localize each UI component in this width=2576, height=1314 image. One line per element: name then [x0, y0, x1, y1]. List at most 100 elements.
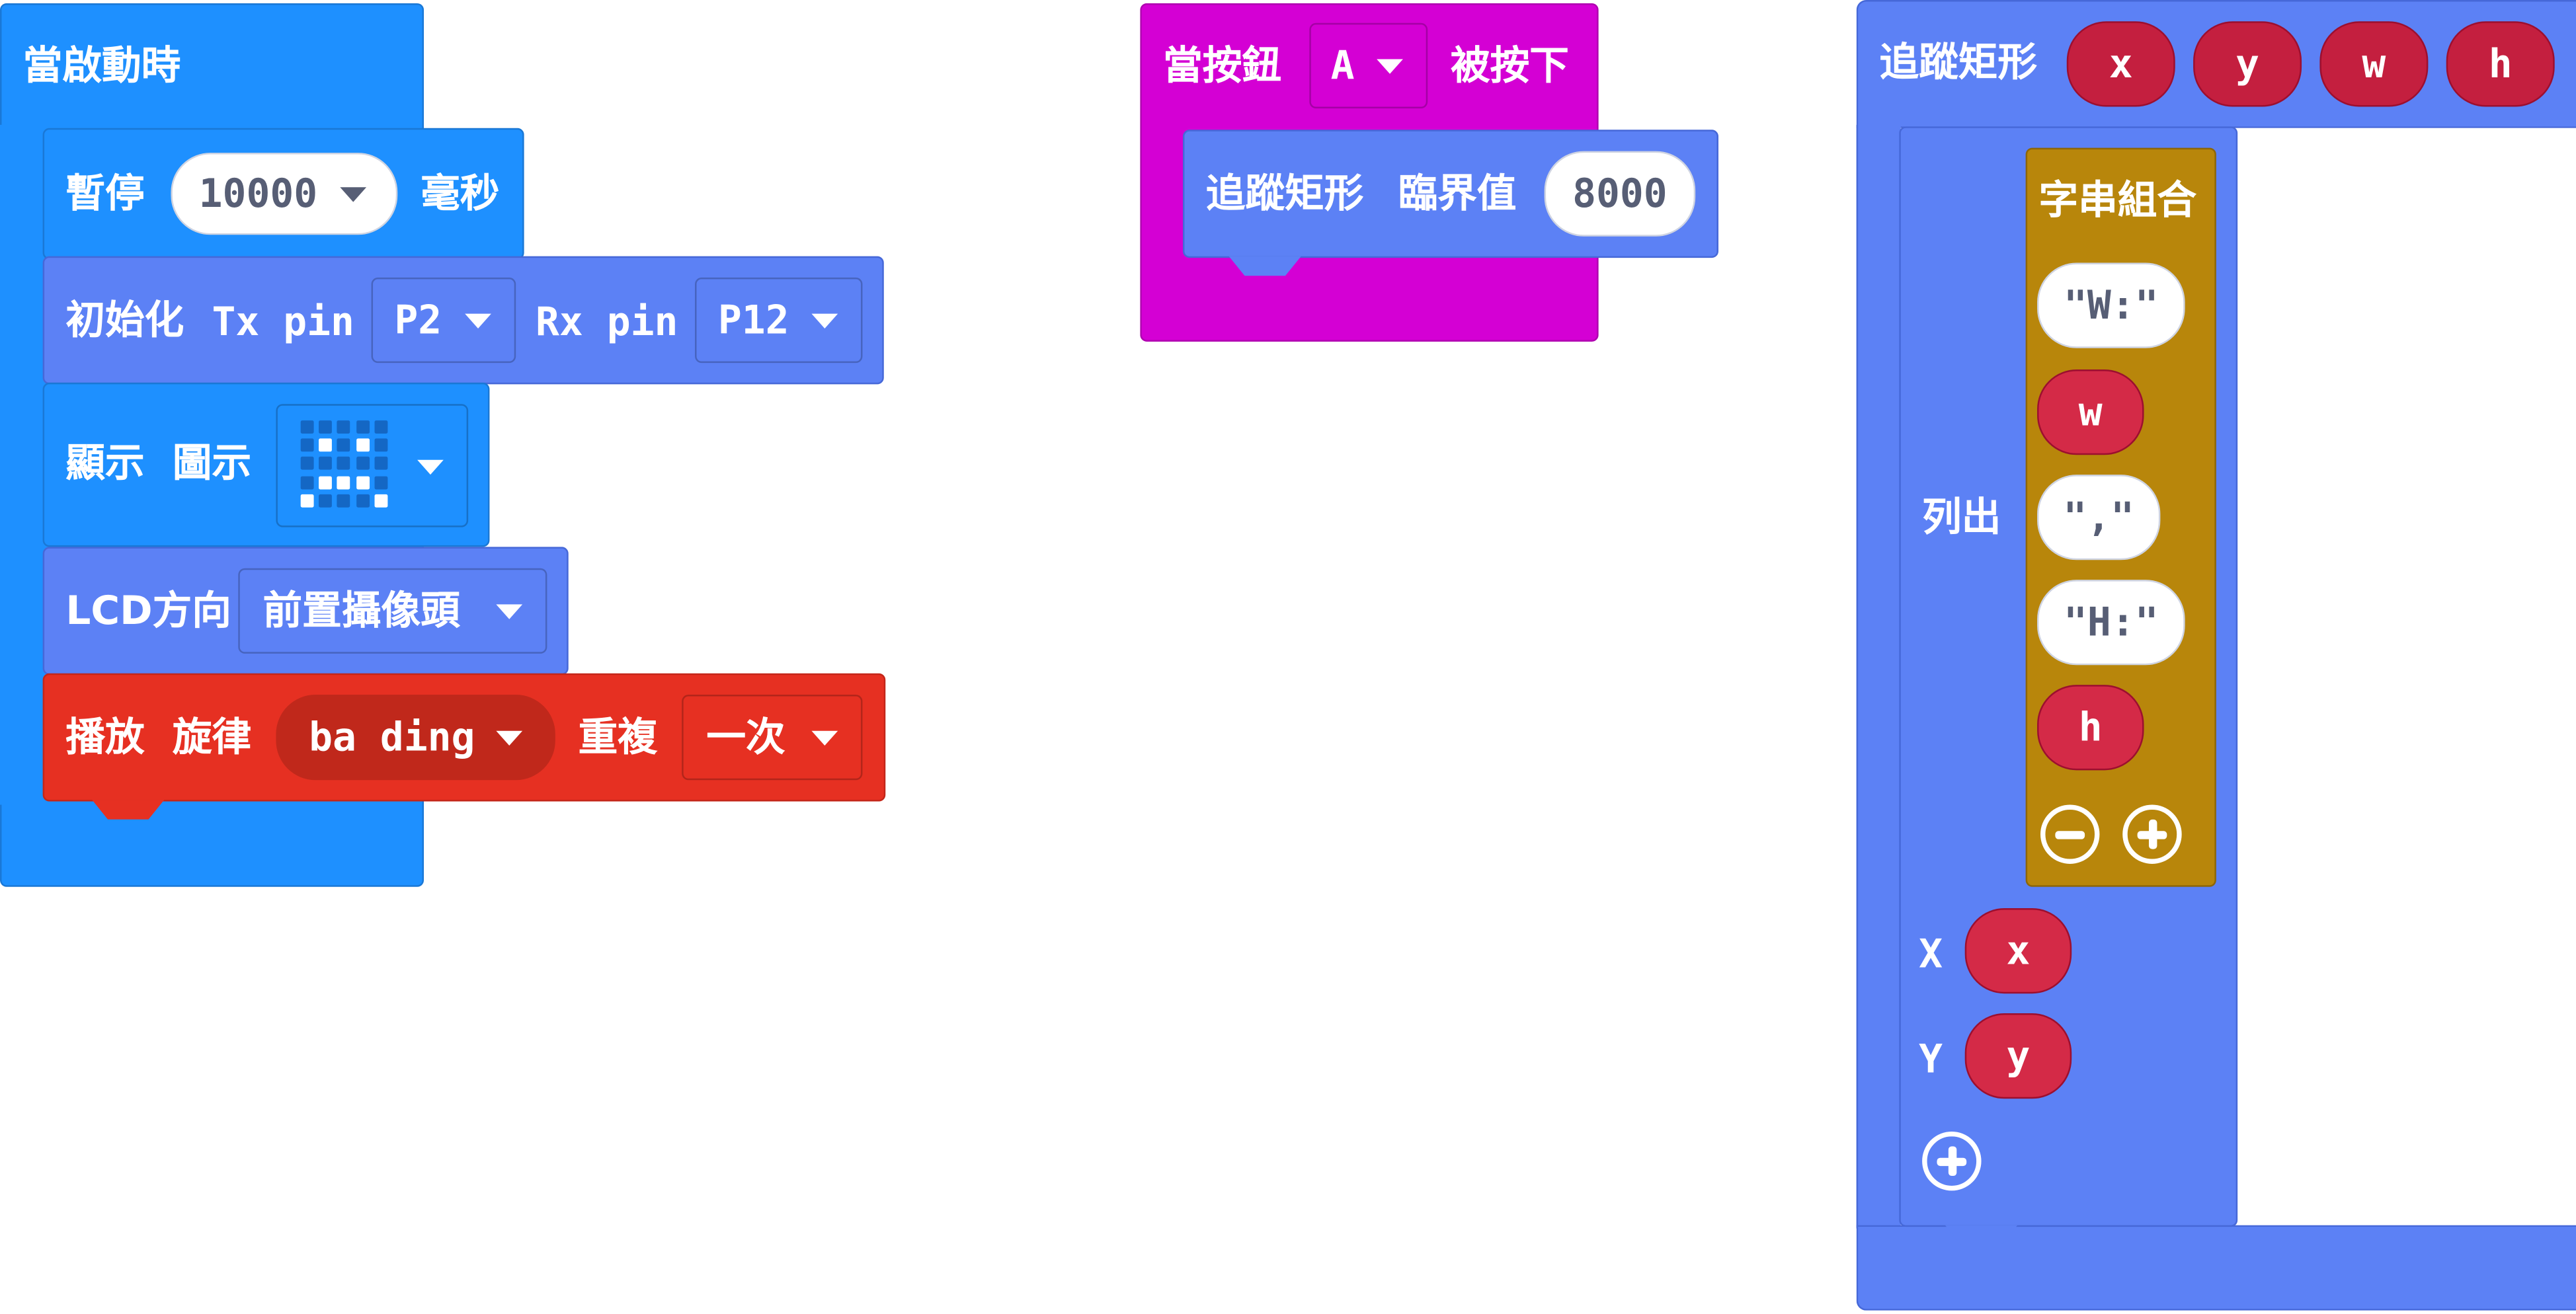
- led-cell: [337, 457, 351, 471]
- led-cell: [356, 475, 370, 489]
- led-cell: [337, 475, 351, 489]
- chevron-down-icon: [340, 187, 367, 202]
- param-label: w: [2362, 41, 2386, 87]
- param-x[interactable]: x: [2066, 21, 2175, 107]
- melody-value: ba ding: [309, 714, 475, 761]
- param-label: y: [2235, 41, 2260, 87]
- icon-picker-dropdown[interactable]: [276, 404, 469, 527]
- rx-pin-value: P12: [717, 297, 789, 344]
- chevron-down-icon: [496, 730, 523, 746]
- variable-reporter[interactable]: h: [2037, 685, 2144, 771]
- init-label: 初始化: [65, 297, 184, 344]
- led-cell: [300, 494, 314, 508]
- led-cell: [300, 420, 314, 434]
- param-label: h: [2488, 41, 2513, 87]
- string-literal-value: W:: [2087, 282, 2135, 328]
- quote-mark: ": [2111, 494, 2135, 541]
- repeat-label: 重複: [578, 714, 657, 761]
- quote-mark: ": [2134, 599, 2159, 646]
- variable-reporter[interactable]: w: [2037, 369, 2144, 455]
- tx-pin-value: P2: [394, 297, 442, 344]
- add-item-icon[interactable]: [2122, 804, 2182, 864]
- led-cell: [300, 475, 314, 489]
- lcd-direction-value: 前置攝像頭: [262, 588, 460, 635]
- rx-pin-label: Rx pin: [536, 299, 678, 345]
- add-argument-icon[interactable]: [1922, 1131, 1982, 1191]
- param-y[interactable]: y: [2193, 21, 2302, 107]
- print-list-label: 列出: [1922, 494, 2001, 541]
- track-rect-label: 追蹤矩形: [1205, 171, 1364, 217]
- led-cell: [319, 420, 333, 434]
- button-select-value: A: [1330, 42, 1355, 89]
- y-variable[interactable]: y: [1964, 1013, 2072, 1099]
- string-literal[interactable]: "H:": [2037, 580, 2185, 666]
- repeat-value: 一次: [706, 714, 785, 761]
- string-literal-value: ,: [2087, 494, 2111, 541]
- quote-mark: ": [2063, 494, 2087, 541]
- lcd-direction-label: LCD方向: [65, 588, 231, 635]
- on-button-suffix-label: 被按下: [1450, 42, 1569, 89]
- led-cell: [374, 438, 387, 452]
- chevron-down-icon: [496, 604, 523, 619]
- on-start-inner-arm: [0, 124, 45, 805]
- lcd-direction-dropdown[interactable]: 前置攝像頭: [238, 568, 547, 654]
- chevron-down-icon: [417, 459, 444, 474]
- led-cell: [356, 420, 370, 434]
- x-arg-label: X: [1919, 931, 1943, 978]
- x-variable-value: x: [2006, 927, 2031, 974]
- pause-duration-dropdown[interactable]: 10000: [171, 153, 398, 235]
- tx-pin-dropdown[interactable]: P2: [371, 277, 516, 364]
- pause-duration-value: 10000: [198, 171, 318, 217]
- led-cell: [374, 494, 387, 508]
- led-cell: [337, 494, 351, 508]
- led-cell: [374, 475, 387, 489]
- led-cell: [374, 457, 387, 471]
- led-cell: [300, 457, 314, 471]
- track-rect-handler-arm: [1856, 124, 1901, 1229]
- show-label: 顯示: [65, 440, 145, 486]
- join-strings-label: 字串組合: [2038, 177, 2197, 223]
- y-arg-label: Y: [1919, 1036, 1943, 1083]
- button-select-dropdown[interactable]: A: [1309, 22, 1428, 108]
- led-cell: [374, 420, 387, 434]
- y-variable-value: y: [2006, 1032, 2031, 1079]
- melody-label: 旋律: [172, 714, 252, 761]
- param-w[interactable]: w: [2319, 21, 2429, 107]
- x-variable[interactable]: x: [1964, 908, 2072, 994]
- param-label: x: [2109, 41, 2133, 87]
- led-cell: [300, 438, 314, 452]
- on-start-hat-label: 當啟動時: [22, 42, 181, 89]
- icon-label: 圖示: [172, 440, 252, 486]
- led-cell: [319, 494, 333, 508]
- rx-pin-dropdown[interactable]: P12: [695, 277, 863, 364]
- repeat-dropdown[interactable]: 一次: [682, 695, 863, 781]
- tx-pin-label: Tx pin: [212, 299, 354, 345]
- pause-unit-label: 毫秒: [421, 171, 500, 217]
- chevron-down-icon: [811, 313, 838, 328]
- threshold-value-input[interactable]: 8000: [1544, 151, 1696, 237]
- led-icon-grid: [300, 420, 393, 512]
- string-literal[interactable]: "W:": [2037, 262, 2185, 348]
- param-h[interactable]: h: [2446, 21, 2555, 107]
- threshold-label: 臨界值: [1398, 171, 1517, 217]
- quote-mark: ": [2134, 282, 2159, 328]
- on-button-prefix-label: 當按鈕: [1163, 42, 1282, 89]
- remove-item-icon[interactable]: [2040, 804, 2100, 864]
- led-cell: [337, 420, 351, 434]
- variable-name: h: [2078, 704, 2103, 751]
- led-cell: [319, 475, 333, 489]
- chevron-down-icon: [465, 313, 491, 328]
- string-literal[interactable]: ",": [2037, 475, 2161, 560]
- melody-dropdown[interactable]: ba ding: [276, 695, 555, 781]
- led-cell: [356, 438, 370, 452]
- variable-name: w: [2078, 389, 2103, 436]
- led-cell: [337, 438, 351, 452]
- chevron-down-icon: [811, 730, 838, 746]
- quote-mark: ": [2064, 282, 2087, 328]
- play-label: 播放: [65, 714, 145, 761]
- led-cell: [356, 457, 370, 471]
- led-cell: [319, 457, 333, 471]
- string-literal-value: H:: [2087, 599, 2135, 646]
- led-cell: [356, 494, 370, 508]
